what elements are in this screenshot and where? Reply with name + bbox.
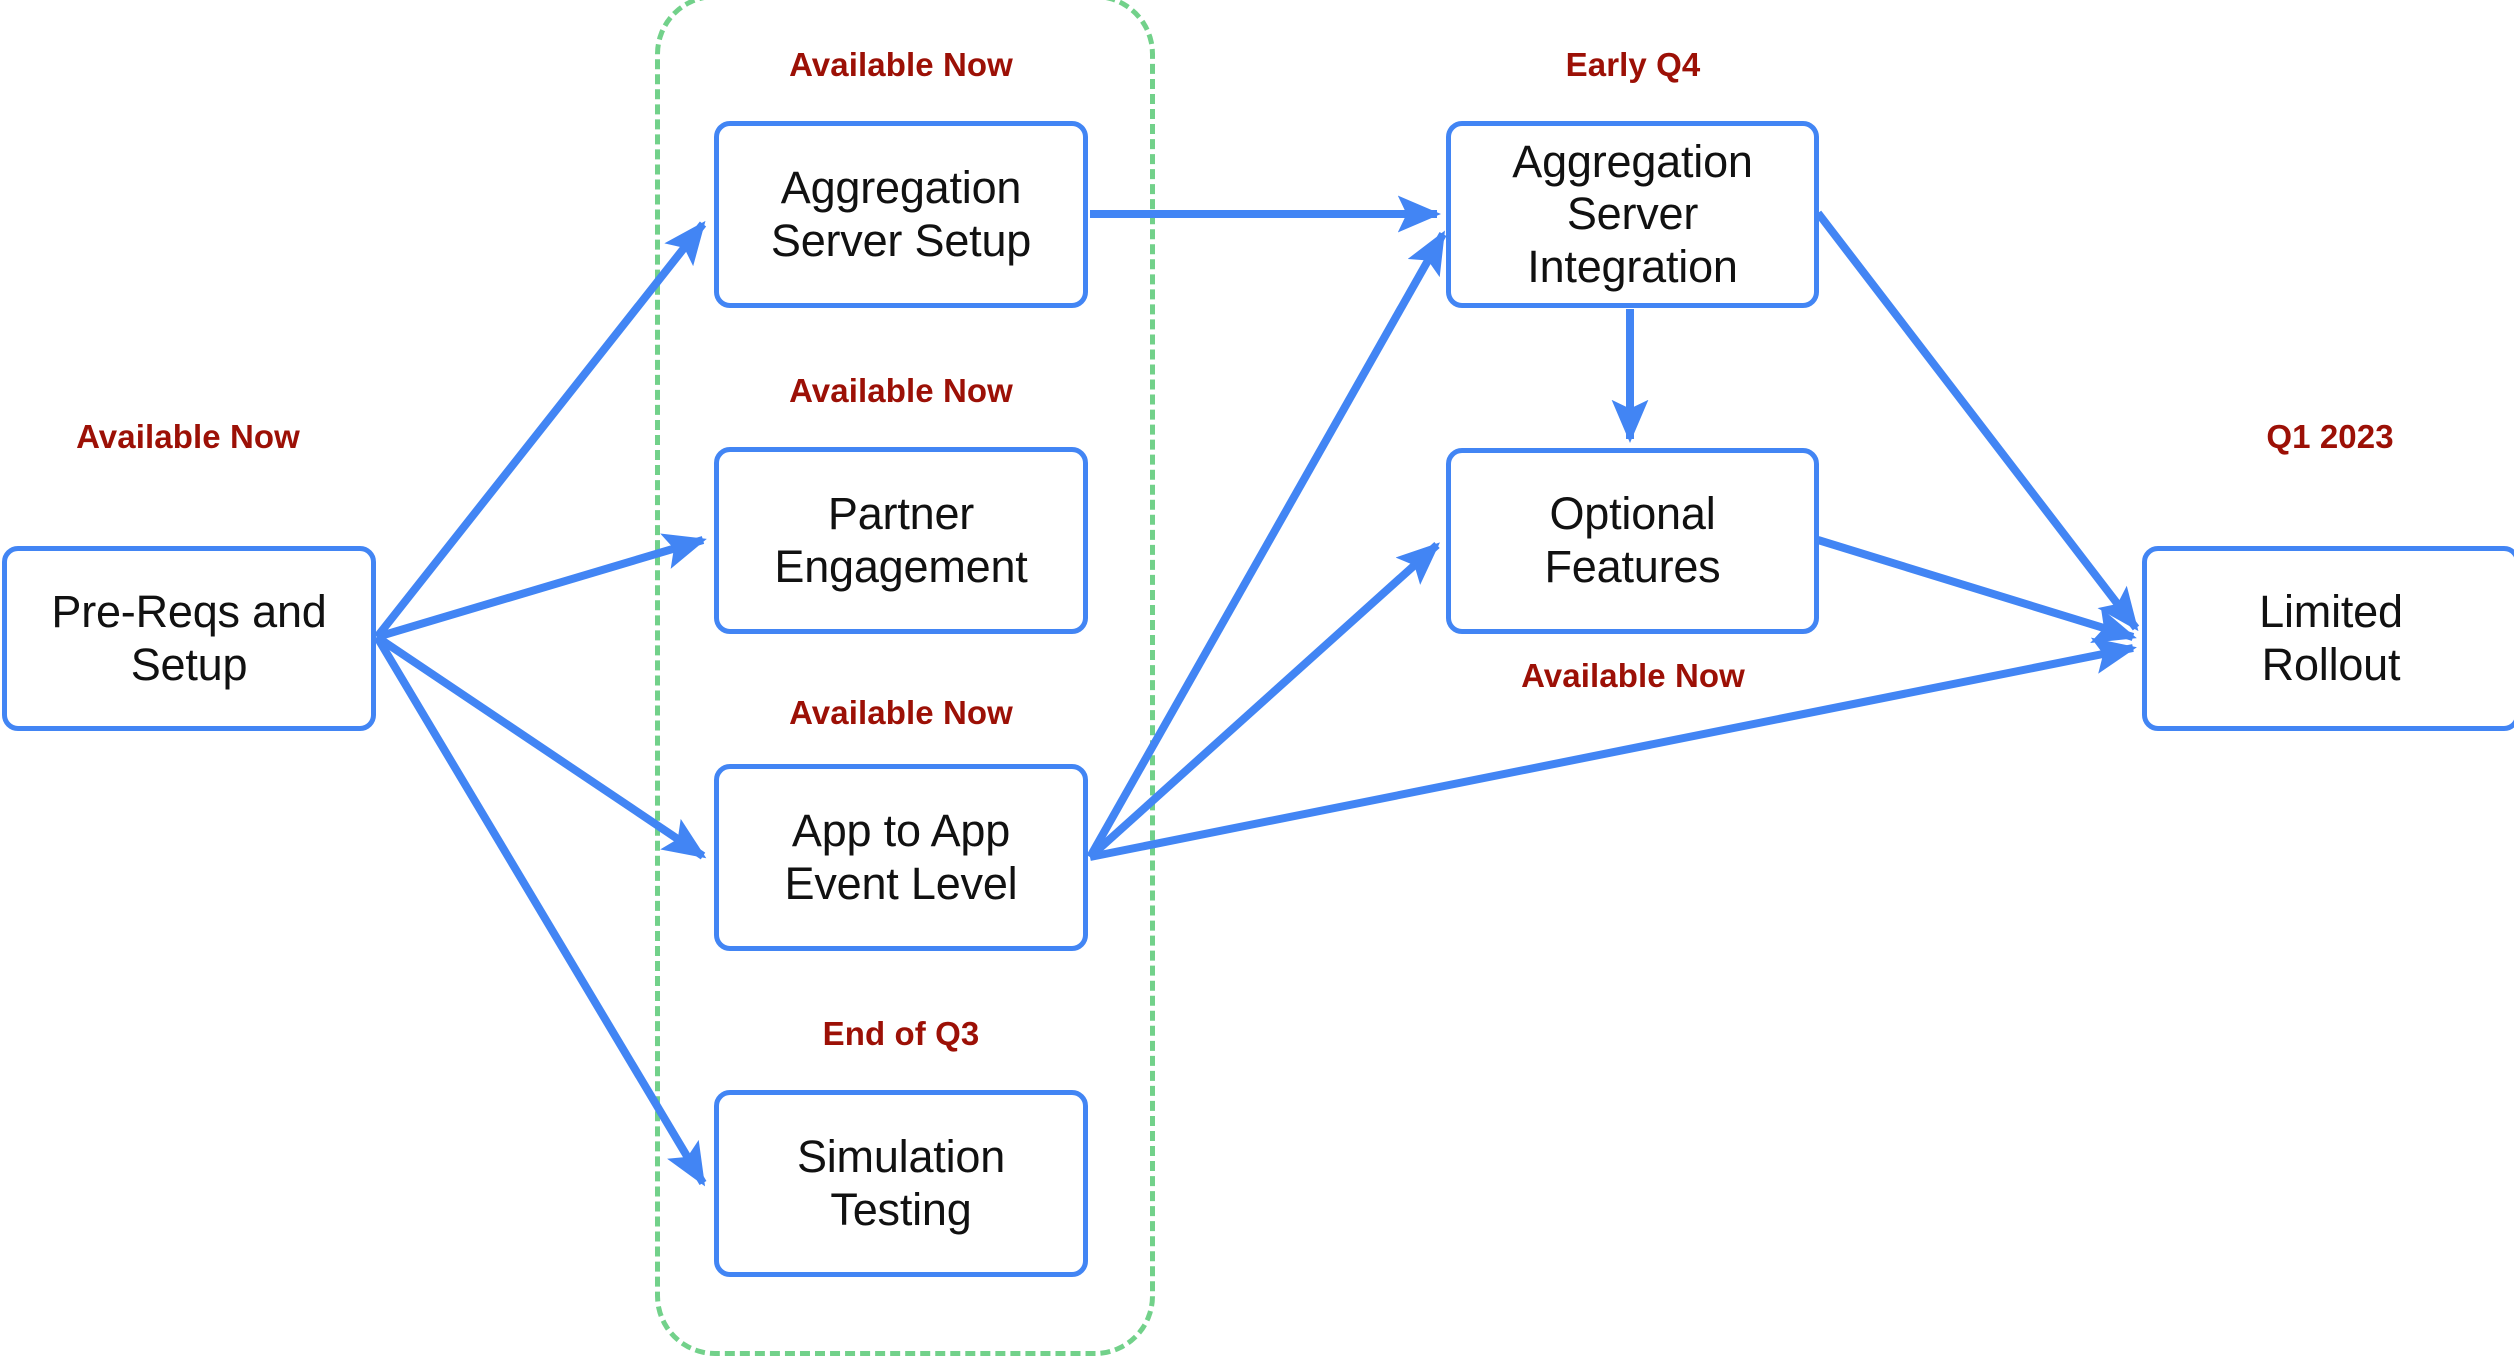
node-simulation-line-1: Simulation xyxy=(796,1130,1006,1182)
stage-label-optional: Available Now xyxy=(1521,657,1745,694)
edge-prereqs-to-app-to-app xyxy=(374,633,707,860)
available-now-group-container xyxy=(655,0,1155,1356)
stage-label-agg-integ: Early Q4 xyxy=(1565,46,1701,83)
stage-label-simulation: End of Q3 xyxy=(822,1015,980,1052)
node-prereqs-line-1: Pre-Reqs and xyxy=(51,585,327,637)
edge-app-to-app-to-agg-integ xyxy=(1086,230,1447,859)
node-app-to-app-line-1: App to App xyxy=(791,804,1011,856)
node-optional-line-1: Optional xyxy=(1549,488,1716,540)
edge-app-to-app-to-rollout xyxy=(1089,637,2137,861)
node-simulation-line-2: Testing xyxy=(830,1183,972,1235)
node-agg-setup[interactable]: Aggregation Server Setup xyxy=(714,121,1088,308)
stage-label-rollout: Q1 2023 xyxy=(2266,418,2394,455)
node-agg-setup-line-1: Aggregation xyxy=(780,161,1022,213)
node-agg-integ-line-2: Server xyxy=(1566,188,1699,240)
node-agg-setup-line-2: Server Setup xyxy=(770,214,1032,266)
node-partner-line-2: Engagement xyxy=(774,540,1028,592)
stage-label-partner: Available Now xyxy=(789,372,1013,409)
node-simulation[interactable]: Simulation Testing xyxy=(714,1090,1088,1277)
node-optional-line-2: Features xyxy=(1544,541,1721,592)
edge-agg-integ-to-rollout xyxy=(1814,210,2140,632)
node-prereqs-line-2: Setup xyxy=(130,638,248,690)
node-partner[interactable]: Partner Engagement xyxy=(714,447,1088,634)
edge-prereqs-to-partner xyxy=(375,533,707,641)
node-agg-integ-line-3: Integration xyxy=(1527,240,1738,292)
edge-optional-to-rollout xyxy=(1816,536,2137,644)
stage-label-prereqs: Available Now xyxy=(76,418,300,455)
node-agg-integ-line-1: Aggregation xyxy=(1512,135,1753,187)
edge-prereqs-to-simulation xyxy=(373,634,707,1187)
node-rollout-line-2: Rollout xyxy=(2261,638,2401,690)
node-rollout-line-1: Limited xyxy=(2259,585,2403,637)
node-app-to-app-line-2: Event Level xyxy=(784,857,1018,909)
stage-label-app-to-app: Available Now xyxy=(789,694,1013,731)
stage-label-agg-setup: Available Now xyxy=(789,46,1013,83)
node-app-to-app[interactable]: App to App Event Level xyxy=(714,764,1088,951)
edge-app-to-app-to-optional xyxy=(1087,542,1440,860)
node-rollout[interactable]: Limited Rollout xyxy=(2142,546,2514,731)
node-prereqs[interactable]: Pre-Reqs and Setup xyxy=(2,546,376,731)
node-agg-integ[interactable]: Aggregation Server Integration xyxy=(1446,121,1819,308)
edge-prereqs-to-agg-setup xyxy=(373,220,707,640)
node-optional[interactable]: Optional Features xyxy=(1446,448,1819,634)
node-partner-line-1: Partner xyxy=(827,487,975,539)
